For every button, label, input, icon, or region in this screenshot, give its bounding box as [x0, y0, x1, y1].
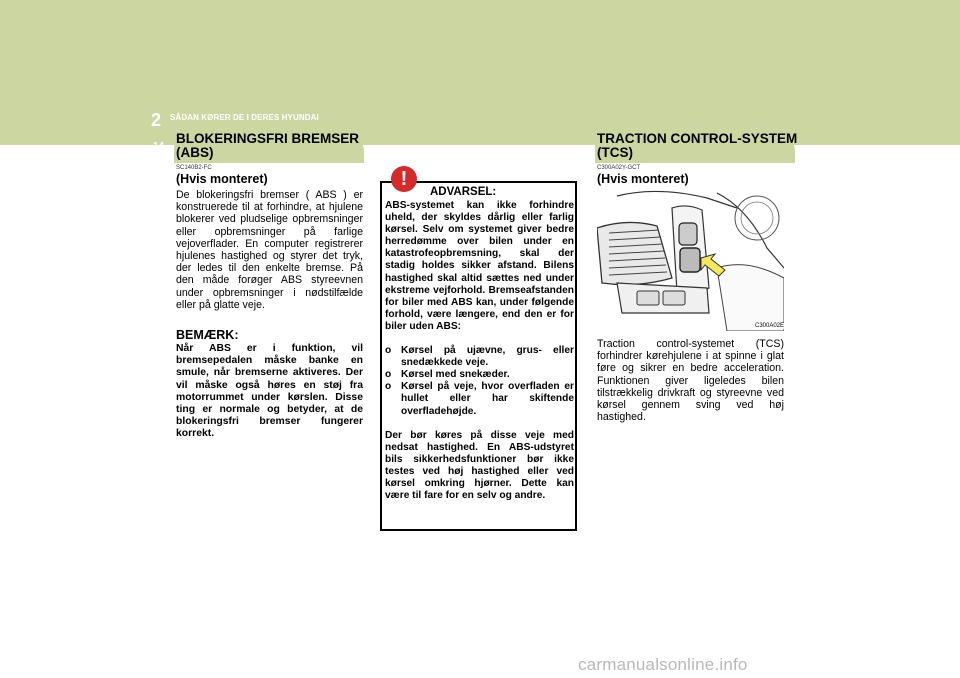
bullet: o: [385, 369, 392, 381]
tcs-heading: TRACTION CONTROL-SYSTEM (TCS): [597, 131, 798, 160]
abs-body-text: De blokeringsfri bremser ( ABS ) er kons…: [176, 189, 363, 311]
chapter-title: SÅDAN KØRER DE I DERES HYUNDAI: [170, 113, 319, 122]
page-number: 14: [153, 141, 165, 152]
abs-note-text: Når ABS er i funktion, vil bremsepedalen…: [176, 343, 363, 440]
abs-heading: BLOKERINGSFRI BREMSER (ABS): [176, 131, 360, 160]
abs-subheading: (Hvis monteret): [176, 172, 268, 186]
tcs-heading-tab: [595, 131, 795, 163]
tcs-body-text: Traction control-systemet (TCS) forhindr…: [597, 338, 784, 424]
tcs-switch-illustration: [597, 188, 784, 331]
warning-box: [380, 181, 577, 531]
header-band: [0, 0, 960, 145]
warning-outro: Der bør køres på disse veje med nedsat h…: [385, 429, 574, 502]
dashboard-drawing: [597, 188, 784, 331]
abs-note-title: BEMÆRK:: [176, 328, 239, 342]
chapter-number: 2: [151, 110, 162, 130]
bullet: o: [385, 345, 392, 357]
tcs-section-code: C300A02Y-GCT: [597, 165, 641, 171]
warning-text: ABS-systemet kan ikke forhindre uheld, d…: [385, 200, 574, 502]
bullet: o: [385, 381, 392, 393]
exclamation-icon: !: [391, 166, 417, 192]
warning-intro: ABS-systemet kan ikke forhindre uheld, d…: [385, 200, 574, 332]
image-code: C300A02E: [754, 323, 786, 329]
abs-heading-tab: [174, 131, 364, 163]
warning-title: ADVARSEL:: [430, 186, 497, 198]
abs-section-code: SC140B2-FC: [176, 165, 212, 171]
watermark: carmanualsonline.info: [578, 655, 748, 674]
tcs-subheading: (Hvis monteret): [597, 172, 689, 186]
